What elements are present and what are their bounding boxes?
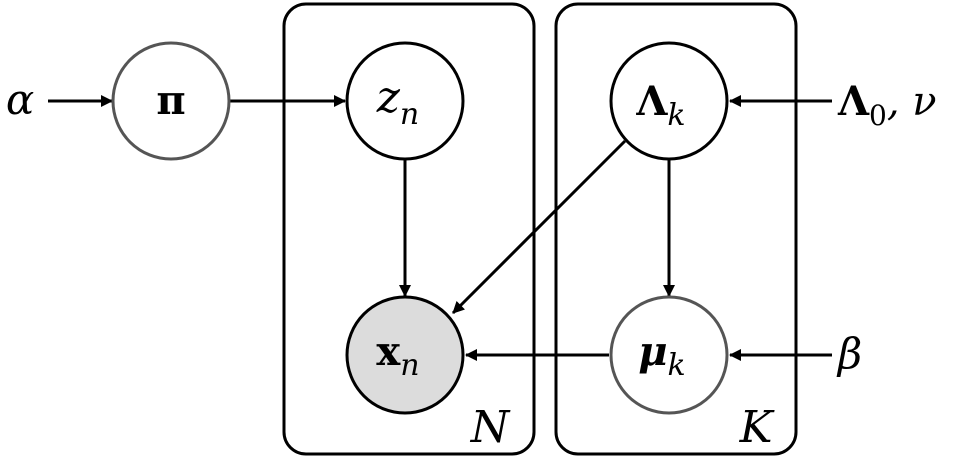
label-lambda: Λk [635, 78, 685, 133]
plate-n-label: N [470, 402, 511, 453]
input-lambda0-nu: Λ0, ν [837, 78, 937, 132]
edge-lambda-x [451, 139, 627, 315]
label-z: zn [376, 72, 420, 132]
node-mu [609, 295, 729, 415]
node-x [345, 295, 465, 415]
plate-n [282, 2, 536, 456]
label-pi: π [156, 77, 185, 124]
label-x: xn [376, 328, 419, 383]
input-alpha: α [6, 75, 34, 124]
label-mu: μk [638, 328, 685, 383]
plate-k [554, 2, 798, 456]
node-z [345, 41, 465, 161]
node-lambda [609, 41, 729, 161]
input-beta: β [836, 329, 862, 378]
node-pi [111, 41, 231, 161]
plate-k-label: K [739, 402, 775, 453]
